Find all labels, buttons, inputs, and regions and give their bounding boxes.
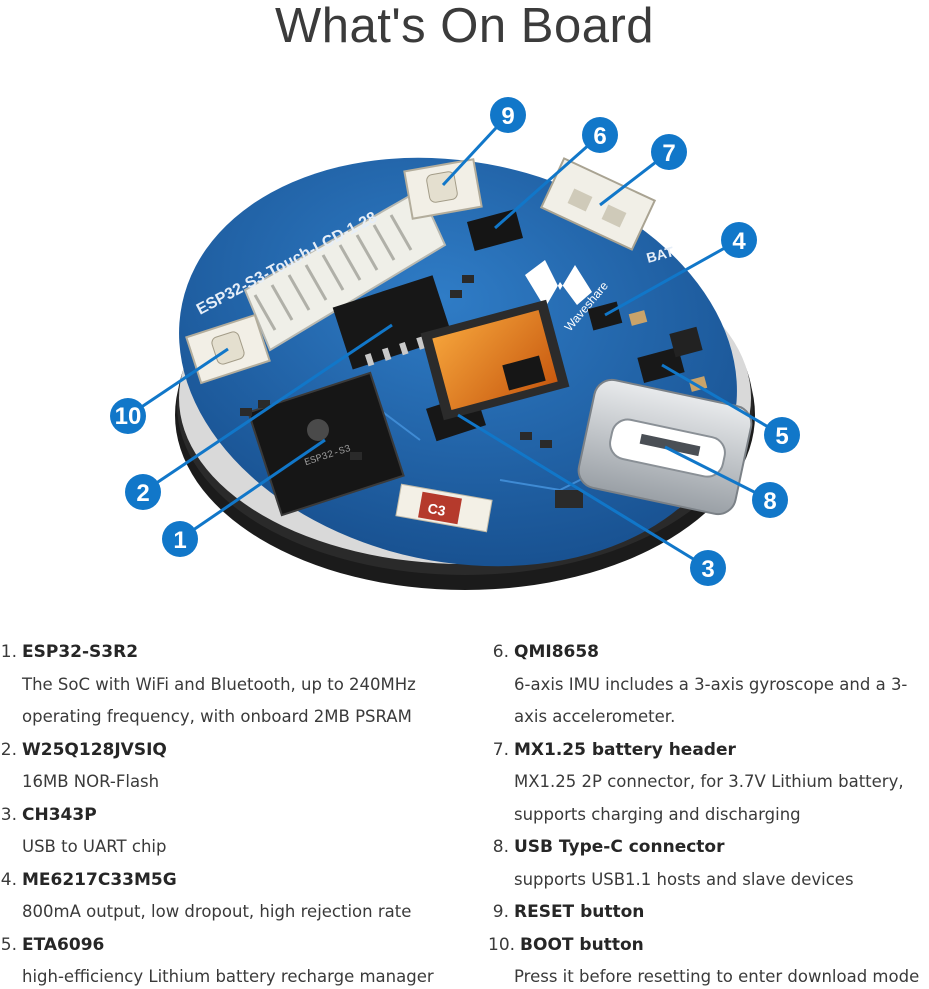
list-item: 3.CH343P USB to UART chip — [0, 799, 470, 864]
item-name: ETA6096 — [22, 934, 105, 955]
svg-text:9: 9 — [501, 103, 514, 130]
item-desc: 6-axis IMU includes a 3-axis gyroscope a… — [514, 674, 908, 694]
list-item: 9.RESET button — [488, 896, 929, 929]
item-number: 7. — [492, 739, 509, 760]
item-desc: MX1.25 2P connector, for 3.7V Lithium ba… — [514, 772, 904, 791]
item-name: USB Type-C connector — [514, 837, 725, 857]
svg-text:5: 5 — [775, 423, 788, 450]
callout-7: 7 — [651, 134, 687, 170]
item-desc: USB to UART chip — [22, 837, 167, 856]
svg-text:2: 2 — [136, 480, 149, 507]
item-desc: axis accelerometer. — [514, 707, 676, 726]
imu-chip — [466, 209, 524, 251]
callout-10: 10 — [110, 398, 146, 434]
passive-components — [240, 275, 583, 508]
item-desc: high-efficiency Lithium battery recharge… — [22, 967, 434, 986]
item-desc: Press it before resetting to enter downl… — [514, 967, 920, 986]
callout-lines — [127, 113, 783, 570]
item-number: 8. — [492, 837, 509, 857]
item-desc: 800mA output, low dropout, high rejectio… — [22, 902, 412, 921]
callout-3: 3 — [690, 550, 726, 586]
svg-text:10: 10 — [115, 403, 142, 430]
callout-5: 5 — [764, 417, 800, 453]
item-name: MX1.25 battery header — [514, 739, 736, 760]
item-number: 9. — [492, 902, 509, 922]
list-item: 6.QMI8658 6-axis IMU includes a 3-axis g… — [488, 636, 929, 734]
svg-text:1: 1 — [173, 527, 186, 554]
battery-header — [539, 157, 657, 251]
list-item: 5.ETA6096 high-efficiency Lithium batter… — [0, 929, 470, 989]
callout-8: 8 — [752, 482, 788, 518]
item-name: ESP32-S3R2 — [22, 642, 139, 662]
page-title: What's On Board — [274, 0, 655, 53]
list-item: 8.USB Type-C connector supports USB1.1 h… — [488, 831, 929, 896]
list-item: 4.ME6217C33M5G 800mA output, low dropout… — [0, 864, 470, 929]
callouts: 1 2 3 4 5 6 7 8 9 10 — [110, 97, 800, 586]
item-number: 4. — [0, 869, 17, 890]
board-diagram: ESP32-S3-Touch-LCD-1.28 BAT Waveshare — [0, 60, 929, 600]
item-number: 10. — [488, 934, 516, 955]
item-desc: supports charging and discharging — [514, 804, 801, 824]
list-item: 10.BOOT button Press it before resetting… — [488, 929, 929, 989]
svg-text:3: 3 — [701, 556, 714, 583]
antenna-area — [420, 299, 570, 421]
callout-9: 9 — [490, 97, 526, 133]
feature-list-right: 6.QMI8658 6-axis IMU includes a 3-axis g… — [488, 636, 929, 989]
item-number: 5. — [0, 934, 17, 955]
item-number: 3. — [0, 804, 17, 825]
item-desc: The SoC with WiFi and Bluetooth, up to 2… — [22, 674, 416, 694]
item-name: RESET button — [514, 902, 645, 922]
item-number: 1. — [0, 642, 17, 662]
feature-list-left: 1.ESP32-S3R2 The SoC with WiFi and Bluet… — [0, 636, 470, 989]
list-item: 7.MX1.25 battery header MX1.25 2P connec… — [488, 734, 929, 832]
callout-4: 4 — [721, 222, 757, 258]
item-name: ME6217C33M5G — [22, 869, 177, 890]
svg-text:7: 7 — [662, 140, 675, 167]
item-name: BOOT button — [520, 934, 644, 955]
callout-6: 6 — [582, 117, 618, 153]
fpc-connector — [243, 188, 447, 352]
svg-text:C3: C3 — [426, 500, 447, 519]
charger-chip — [637, 347, 685, 383]
item-name: QMI8658 — [514, 642, 600, 662]
callout-1: 1 — [162, 521, 198, 557]
item-number: 6. — [492, 642, 509, 662]
item-number: 2. — [0, 739, 17, 760]
item-desc: operating frequency, with onboard 2MB PS… — [22, 707, 412, 726]
svg-text:4: 4 — [732, 228, 746, 255]
svg-text:6: 6 — [593, 123, 606, 150]
list-item: 1.ESP32-S3R2 The SoC with WiFi and Bluet… — [0, 636, 470, 734]
capacitor-c3: C3 — [395, 483, 493, 533]
silkscreen-bat: BAT — [645, 243, 676, 266]
list-item: 2.W25Q128JVSIQ 16MB NOR-Flash — [0, 734, 470, 799]
item-desc: 16MB NOR-Flash — [22, 772, 160, 791]
esp32-soc: ESP32-S3 — [247, 371, 405, 517]
callout-2: 2 — [125, 474, 161, 510]
item-name: CH343P — [22, 804, 97, 825]
item-name: W25Q128JVSIQ — [22, 739, 167, 760]
svg-text:8: 8 — [763, 488, 776, 515]
item-desc: supports USB1.1 hosts and slave devices — [514, 869, 854, 889]
